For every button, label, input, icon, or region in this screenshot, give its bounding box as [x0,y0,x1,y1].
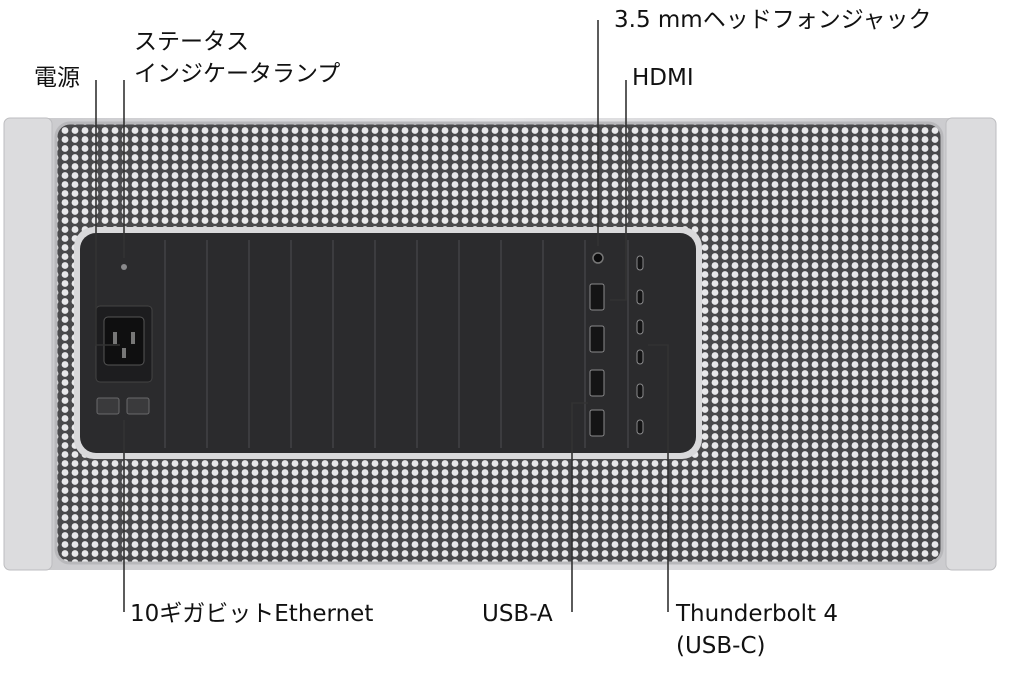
callout-usb-a [571,402,588,612]
callout-thunderbolt [648,344,669,612]
headphone-label: 3.5 mmヘッドフォンジャック [614,7,932,33]
hdmi-port-1 [589,283,605,311]
callout-hdmi [610,80,627,301]
usb-a-port-1 [589,369,605,397]
status-lamp-label-line1: ステータス [134,29,249,55]
usb-a-label: USB-A [482,601,553,627]
thunderbolt-label-line1: Thunderbolt 4 [676,601,839,627]
thunderbolt-port-5 [636,383,644,399]
callout-lines [95,20,669,612]
power-pin-right [131,332,135,344]
status-lamp-label-line2: インジケータランプ [134,61,341,87]
callout-power [95,80,120,346]
thunderbolt-ports [636,255,644,435]
usb-a-port-2 [589,409,605,437]
headphone-jack [592,252,604,264]
power-socket [103,316,145,366]
left-handle [3,117,53,571]
ethernet-label: 10ギガビットEthernet [130,601,374,627]
right-handle [945,117,997,571]
status-indicator-lamp [121,264,127,270]
thunderbolt-label-line2: (USB-C) [676,633,766,659]
thunderbolt-port-2 [636,289,644,305]
hdmi-label: HDMI [632,65,694,91]
thunderbolt-port-3 [636,319,644,335]
thunderbolt-port-6 [636,419,644,435]
hdmi-port-2 [589,325,605,353]
power-pin-left [113,332,117,344]
expansion-slots [164,240,629,448]
ethernet-port-1 [96,397,120,415]
power-label: 電源 [34,65,80,91]
power-pin-center [122,348,126,358]
thunderbolt-port-4 [636,349,644,365]
thunderbolt-port-1 [636,255,644,271]
ethernet-port-2 [126,397,150,415]
